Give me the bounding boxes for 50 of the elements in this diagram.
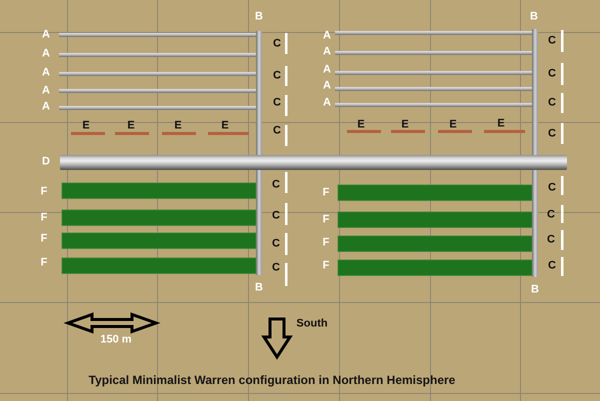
part-label: C bbox=[548, 182, 556, 194]
part-label: B bbox=[255, 12, 263, 22]
part-label: B bbox=[530, 12, 538, 22]
part-label: E bbox=[401, 120, 409, 130]
part-label: A bbox=[42, 102, 50, 112]
part-label: D bbox=[42, 156, 50, 168]
part-label: C bbox=[273, 98, 281, 108]
part-label: E bbox=[174, 120, 182, 132]
part-label: F bbox=[322, 188, 330, 198]
part-label: A bbox=[42, 86, 50, 96]
part-label: C bbox=[272, 238, 280, 250]
part-label: E bbox=[357, 120, 365, 130]
part-label: F bbox=[322, 238, 330, 248]
part-label: F bbox=[40, 212, 48, 224]
part-label: B bbox=[531, 284, 539, 296]
caption: Typical Minimalist Warren configuration in Northern Hemisphere bbox=[88, 374, 456, 386]
part-label: A bbox=[323, 80, 331, 92]
part-label: A bbox=[323, 30, 331, 42]
part-label: F bbox=[40, 258, 48, 268]
part-label: E bbox=[221, 120, 229, 132]
part-label: C bbox=[272, 262, 280, 274]
part-label: C bbox=[272, 180, 280, 190]
part-label: C bbox=[548, 98, 556, 108]
part-label: C bbox=[548, 36, 556, 46]
part-label: A bbox=[323, 98, 331, 108]
part-label: A bbox=[323, 46, 331, 58]
part-label: A bbox=[42, 30, 50, 40]
dimension-label: 150 m bbox=[100, 334, 132, 346]
part-label: C bbox=[548, 68, 556, 80]
part-label: C bbox=[547, 210, 555, 220]
part-label: C bbox=[272, 210, 280, 222]
part-label: C bbox=[273, 70, 281, 82]
part-label: C bbox=[547, 234, 555, 246]
part-label: E bbox=[497, 118, 505, 130]
part-label: F bbox=[40, 234, 48, 244]
part-label: C bbox=[273, 38, 281, 50]
part-label: F bbox=[322, 214, 330, 226]
part-label: A bbox=[42, 48, 50, 60]
part-label: F bbox=[322, 260, 330, 272]
part-label: F bbox=[40, 186, 48, 198]
part-label: C bbox=[548, 260, 556, 272]
part-label: A bbox=[42, 68, 50, 78]
part-label: E bbox=[127, 120, 135, 132]
part-label: C bbox=[548, 128, 556, 140]
part-label: B bbox=[255, 282, 263, 294]
part-label: A bbox=[323, 64, 331, 76]
direction-label: South bbox=[296, 318, 328, 330]
part-label: C bbox=[273, 126, 281, 136]
part-label: E bbox=[449, 120, 457, 130]
part-label: E bbox=[82, 120, 90, 132]
